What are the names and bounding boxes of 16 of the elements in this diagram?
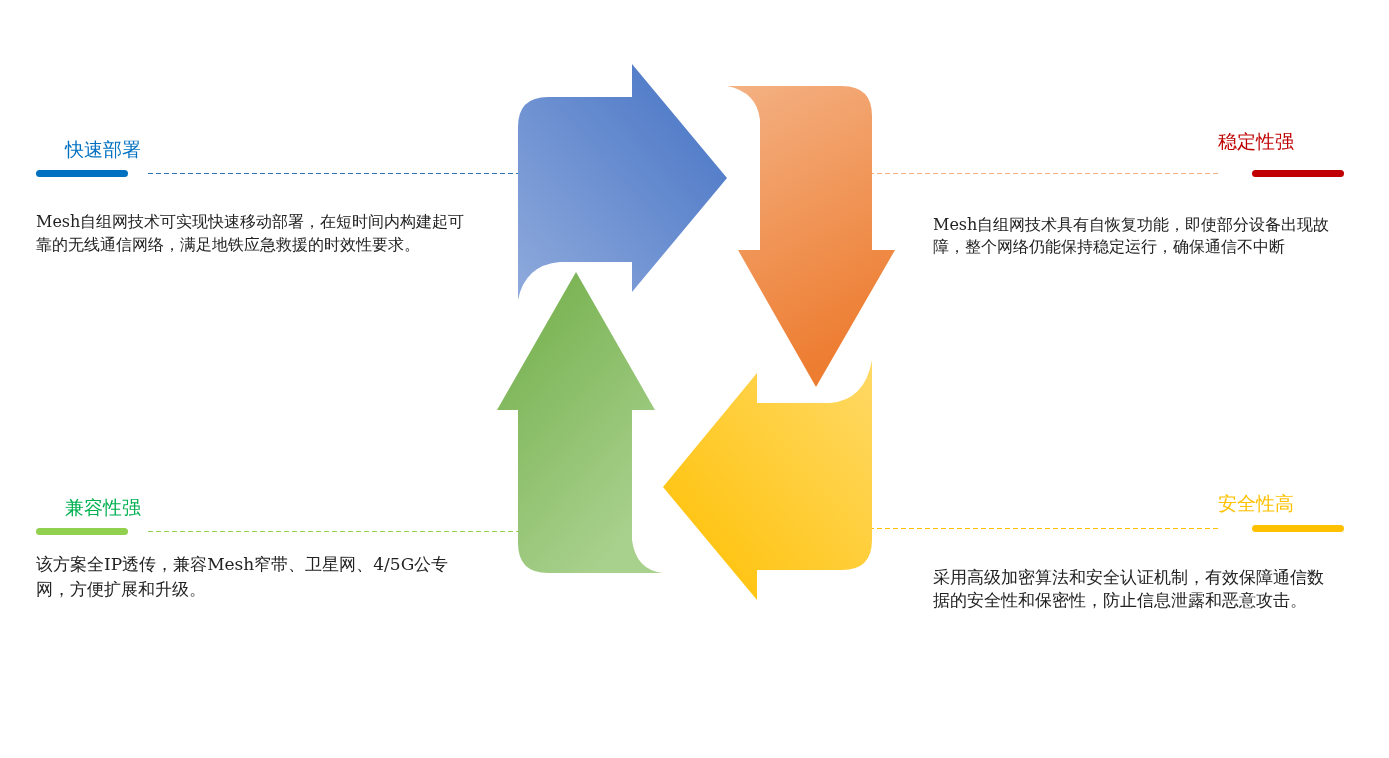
description-text: 采用高级加密算法和安全认证机制，有效保障通信数据的安全性和保密性，防止信息泄露和恶意攻击。 [933,566,1325,612]
section-heading: 安全性高 [1218,491,1294,516]
section-heading: 快速部署 [65,137,141,162]
section-heading: 兼容性强 [65,495,141,520]
leader-line [871,173,1219,174]
description-text: 该方案全IP透传，兼容Mesh窄带、卫星网、4/5G公专网，方便扩展和升级。 [36,553,450,601]
leader-line [147,531,519,532]
section-heading: 稳定性强 [1218,129,1294,154]
down-arrow-shape [727,86,895,387]
leader-line [871,528,1219,529]
up-arrow-shape [497,272,663,573]
description-text: Mesh自组网技术可实现快速移动部署，在短时间内构建起可靠的无线通信网络，满足地铁应急救援的时效性要求。 [36,211,466,256]
left-arrow-shape [663,360,872,600]
right-arrow-shape [518,64,727,300]
description-text: Mesh自组网技术具有自恢复功能，即使部分设备出现故障，整个网络仍能保持稳定运行，确保通信不中断 [933,214,1331,258]
leader-line [147,173,519,174]
